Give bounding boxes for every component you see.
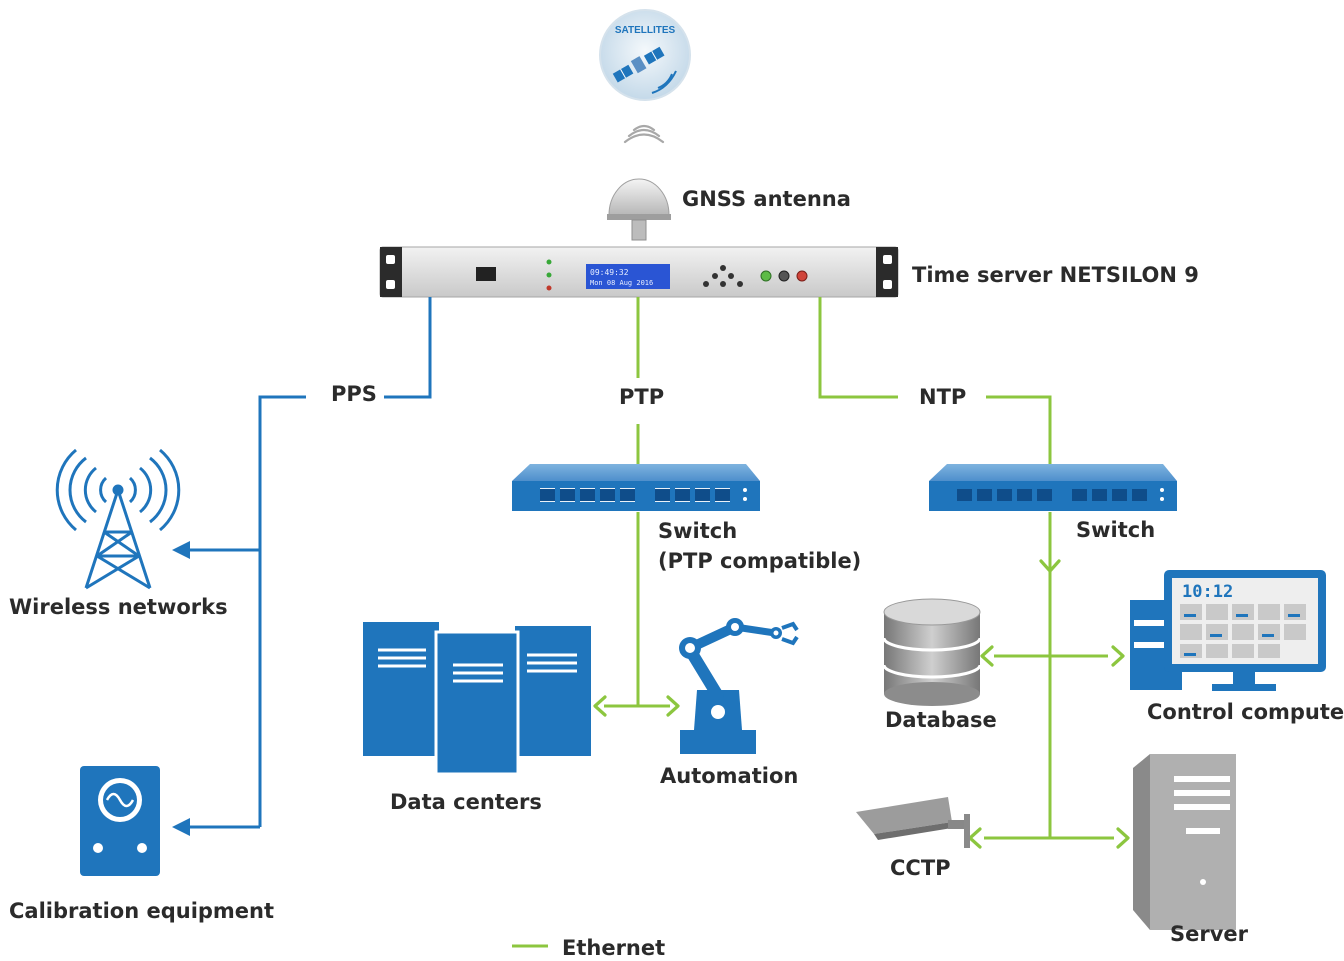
radio-waves-icon <box>623 124 665 144</box>
gnss-antenna-label: GNSS antenna <box>682 187 851 211</box>
database-icon <box>882 598 982 706</box>
pps-output-label: PPS <box>331 382 377 406</box>
wireless-tower-icon <box>55 448 181 590</box>
server-display-date: Mon 08 Aug 2016 <box>590 279 653 287</box>
time-server-label: Time server NETSILON 9 <box>912 263 1199 287</box>
data-centers-label: Data centers <box>390 790 542 814</box>
data-centers-icon <box>363 622 591 776</box>
wireless-networks-label: Wireless networks <box>9 595 228 619</box>
cctp-label: CCTP <box>890 856 951 880</box>
calibration-equipment-label: Calibration equipment <box>9 899 275 923</box>
ntp-output-label: NTP <box>919 385 967 409</box>
database-label: Database <box>885 708 997 732</box>
automation-robot-icon <box>679 618 799 754</box>
satellites-badge: SATELLITES <box>599 9 691 101</box>
pps-arrowheads <box>172 541 190 836</box>
pps-connection-lines <box>186 297 432 829</box>
ptp-switch-sublabel: (PTP compatible) <box>658 549 862 573</box>
cctv-camera-icon <box>856 797 970 848</box>
automation-label: Automation <box>660 764 799 788</box>
ptp-output-label: PTP <box>619 385 665 409</box>
ethernet-connection-lines <box>604 297 1114 840</box>
gnss-antenna-icon <box>607 178 671 241</box>
ethernet-arrowheads <box>593 559 1130 849</box>
server-label: Server <box>1170 922 1249 946</box>
control-computer-icon: 10:12 <box>1130 570 1326 691</box>
time-server-device: 09:49:32 Mon 08 Aug 2016 <box>379 246 899 298</box>
control-computer-label: Control computer <box>1147 700 1344 724</box>
server-tower-icon <box>1133 754 1236 930</box>
control-screen-clock: 10:12 <box>1182 582 1233 602</box>
server-display-time: 09:49:32 <box>590 268 629 277</box>
calibration-equipment-icon <box>80 766 160 876</box>
satellite-icon <box>612 46 665 83</box>
ntp-switch-device <box>929 464 1177 511</box>
ptp-switch-device <box>512 464 760 511</box>
ntp-switch-label: Switch <box>1076 518 1156 542</box>
signal-waves-icon <box>651 70 677 94</box>
server-keypad-icon <box>703 265 743 287</box>
ptp-switch-label: Switch <box>658 519 738 543</box>
satellites-badge-label: SATELLITES <box>615 25 676 36</box>
legend-ethernet-label: Ethernet <box>562 936 666 960</box>
